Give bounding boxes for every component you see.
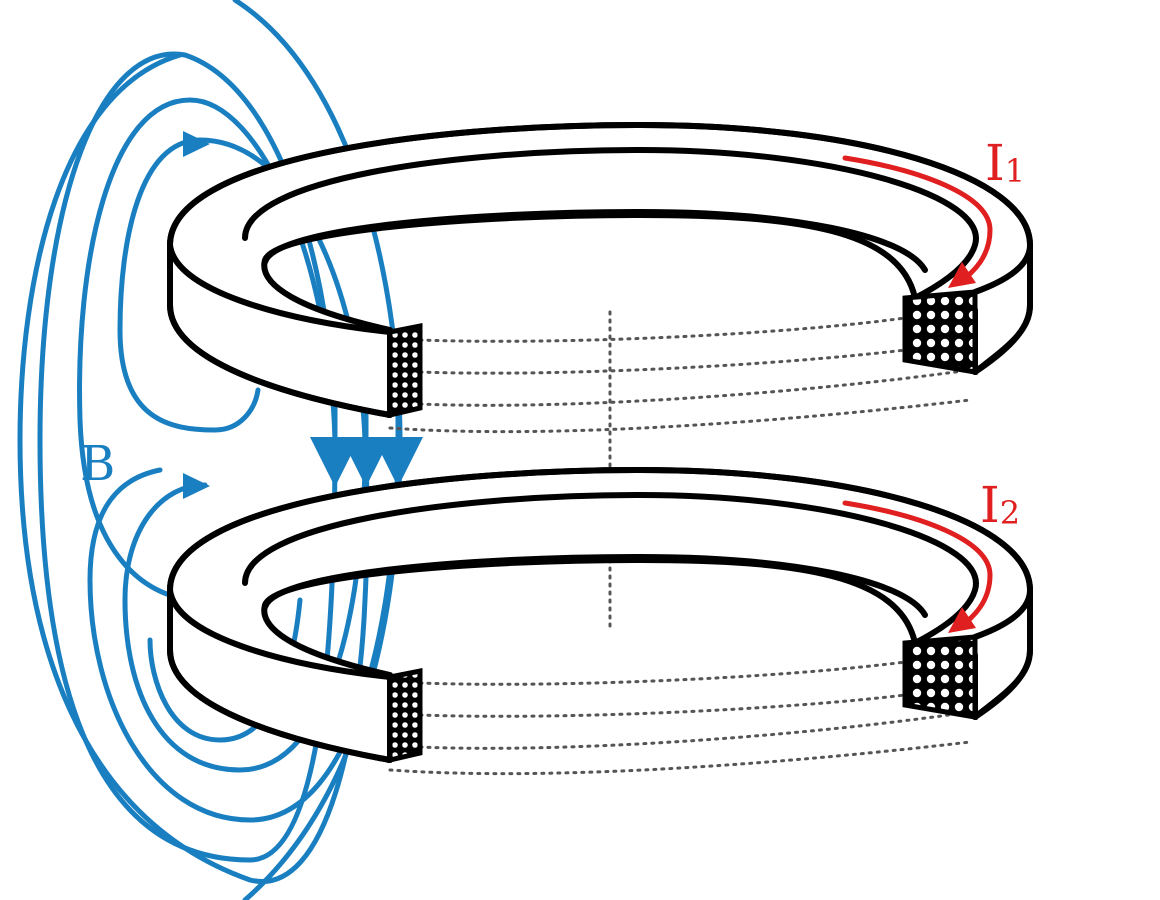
current-2-letter: I	[980, 476, 1000, 534]
field-line-upper-3	[117, 137, 368, 443]
upper-coil-right-side	[972, 242, 1033, 375]
field-line-upper-1	[37, 51, 338, 863]
field-line-outer-2	[17, 52, 370, 885]
current-arrowhead-1	[948, 262, 976, 288]
upper-coil-inner-rim	[262, 209, 928, 273]
field-loop-arrowhead-lower	[183, 473, 210, 499]
magnetic-field-lines	[17, 0, 423, 900]
current-arrowhead-2	[948, 607, 976, 633]
upper-coil	[167, 122, 1033, 419]
upper-coil-top-inner	[242, 147, 979, 301]
current-1-label: I1	[985, 134, 1025, 192]
current-arrow-2	[842, 500, 993, 631]
lower-coil-top-inner	[242, 492, 979, 646]
lower-winding-dots-2	[418, 693, 907, 718]
winding-guides	[388, 310, 972, 776]
current-1-letter: I	[985, 134, 1005, 192]
lower-coil-cut-face-left	[387, 667, 423, 764]
upper-coil-bottom-edge	[167, 242, 393, 418]
upper-coil-cut-face-left	[387, 322, 423, 419]
upper-winding-dots-3	[418, 368, 972, 407]
field-line-lower-1	[87, 437, 401, 823]
lower-coil-right-side	[972, 587, 1033, 720]
lower-winding-dots-4	[388, 740, 972, 776]
upper-coil-front-top-edge	[167, 242, 393, 335]
lower-coil-cut-face-right	[902, 634, 978, 720]
lower-coil-front-top-edge	[167, 587, 393, 680]
current-arrows	[842, 155, 993, 633]
current-2-subscript: 2	[1000, 494, 1020, 532]
lower-coil-bottom-edge	[167, 587, 393, 763]
field-loop-arrowhead-upper	[183, 131, 210, 157]
upper-winding-dots-2	[418, 348, 907, 375]
lower-coil-inner-rim	[262, 554, 928, 618]
lower-coil	[167, 467, 1033, 764]
upper-winding-dots-4	[388, 398, 972, 434]
current-1-subscript: 1	[1005, 152, 1025, 190]
upper-coil-cut-face-right	[902, 289, 978, 375]
upper-winding-dots-1	[418, 316, 907, 343]
lower-winding-dots-1	[418, 660, 907, 686]
field-label: B	[80, 436, 115, 492]
field-line-lower-2	[122, 467, 368, 773]
current-2-label: I2	[980, 476, 1020, 534]
lower-winding-dots-3	[418, 710, 972, 750]
current-arrow-1	[842, 155, 993, 286]
